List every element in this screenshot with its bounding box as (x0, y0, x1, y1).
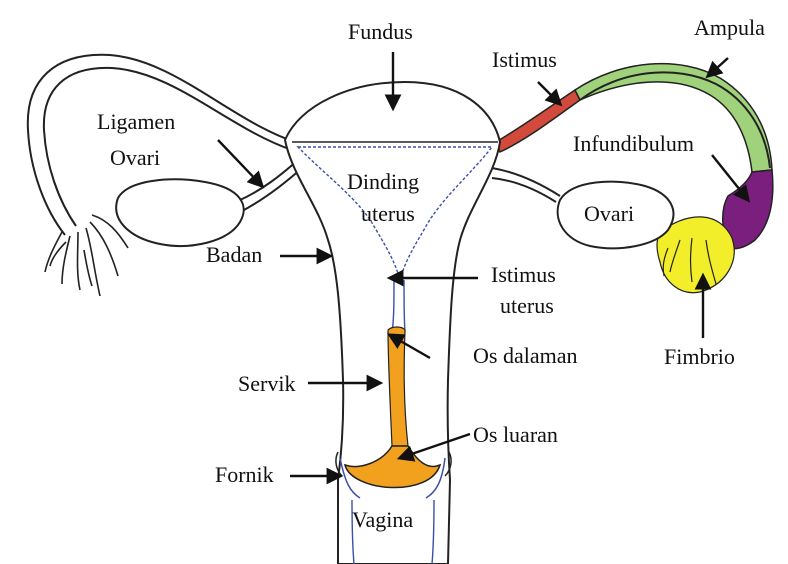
arrow-ampula (708, 58, 728, 76)
label-os-dalaman: Os dalaman (473, 344, 577, 368)
label-os-luaran: Os luaran (473, 423, 558, 447)
label-ovari-left: Ovari (110, 146, 160, 170)
arrow-ligamen-ovari (218, 140, 262, 186)
label-infundibulum: Infundibulum (573, 132, 694, 156)
label-servik: Servik (238, 372, 295, 396)
label-badan: Badan (206, 243, 262, 267)
label-istimus: Istimus (492, 48, 557, 72)
label-vagina: Vagina (352, 508, 413, 532)
label-ligamen: Ligamen (97, 110, 175, 134)
label-fornik: Fornik (215, 463, 274, 487)
label-istimus-uterus-1: Istimus (491, 263, 556, 287)
label-uterus: uterus (361, 202, 415, 226)
label-istimus-uterus-2: uterus (500, 294, 554, 318)
label-fimbrio: Fimbrio (664, 345, 735, 369)
arrow-infundibulum (712, 155, 748, 200)
right-ovarian-ligament (492, 168, 560, 196)
right-isthmus-tube (496, 90, 580, 152)
label-dinding: Dinding (347, 170, 419, 194)
left-ovary (116, 179, 243, 246)
arrow-istimus (538, 82, 560, 104)
label-ampula: Ampula (694, 16, 765, 40)
label-ovari-right: Ovari (584, 202, 634, 226)
label-fundus: Fundus (348, 20, 413, 44)
left-fimbriae (45, 215, 128, 296)
